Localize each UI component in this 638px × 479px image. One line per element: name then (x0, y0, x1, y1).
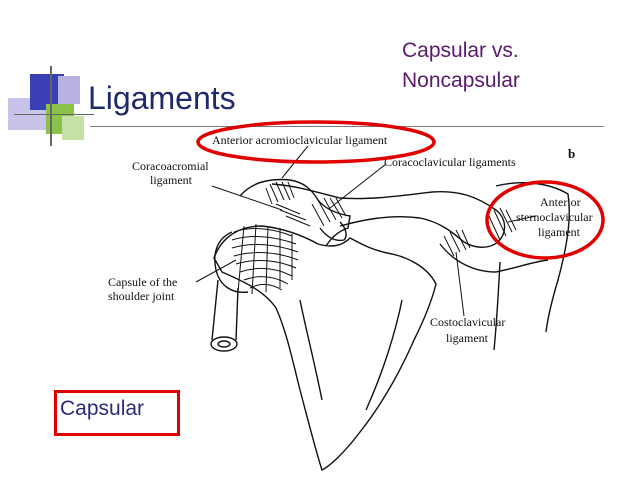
subtitle: Capsular vs. Noncapsular (402, 36, 520, 96)
clavicle (271, 183, 506, 248)
label-coracoacromial-2: ligament (150, 173, 193, 187)
subtitle-line-1: Capsular vs. (402, 39, 519, 62)
humerus-shaft-right (235, 287, 239, 341)
humerus-shaft-left (211, 279, 219, 341)
deco-vertical-line (50, 66, 52, 146)
leader-coracoclavicular (329, 163, 387, 209)
capsular-label: Capsular (60, 397, 145, 420)
label-costoclavicular-1: Costoclavicular (430, 315, 505, 329)
humerus-cut (210, 336, 238, 352)
sternoclavicular-hatch (487, 207, 517, 241)
highlight-anterior-sc (485, 180, 605, 260)
coracoacromial-hatch (275, 203, 311, 227)
coracoclavicular-hatch (311, 197, 347, 227)
leader-anterior-sc (507, 215, 537, 223)
title-rule (90, 126, 604, 127)
deco-square-lightgreen (62, 116, 84, 140)
scapula-outline (213, 225, 437, 471)
label-capsule-1: Capsule of the (108, 275, 177, 289)
label-anterior-sc-1: Anterior (540, 195, 581, 209)
first-rib (439, 243, 549, 273)
page-title: Ligaments (88, 80, 236, 116)
label-coracoclavicular: Coracoclavicular ligaments (384, 155, 516, 169)
deco-square-lavender-2 (58, 76, 80, 104)
label-anterior-ac: Anterior acromioclavicular ligament (212, 133, 388, 147)
rib-outline (493, 261, 501, 351)
costoclavicular-hatch (443, 229, 471, 257)
capsular-highlight-box (54, 390, 180, 436)
deco-horizontal-line (14, 114, 94, 115)
label-coracoacromial-1: Coracoacromial (132, 159, 209, 173)
highlight-anterior-ac (196, 120, 436, 164)
acromioclavicular-hatch (265, 181, 295, 205)
subtitle-line-2: Noncapsular (402, 69, 520, 92)
figure-letter: b (568, 146, 575, 161)
label-capsule-2: shoulder joint (108, 289, 175, 303)
label-anterior-sc-2: sternoclavicular (516, 210, 593, 224)
leader-coracoacromial (211, 185, 283, 211)
humerus-head (214, 231, 249, 293)
coracoid (319, 221, 347, 242)
label-costoclavicular-2: ligament (446, 331, 489, 345)
leader-costoclavicular (455, 251, 465, 317)
label-anterior-sc-3: ligament (538, 225, 581, 239)
capsule-fibers (231, 223, 299, 295)
leader-capsule (195, 259, 237, 283)
